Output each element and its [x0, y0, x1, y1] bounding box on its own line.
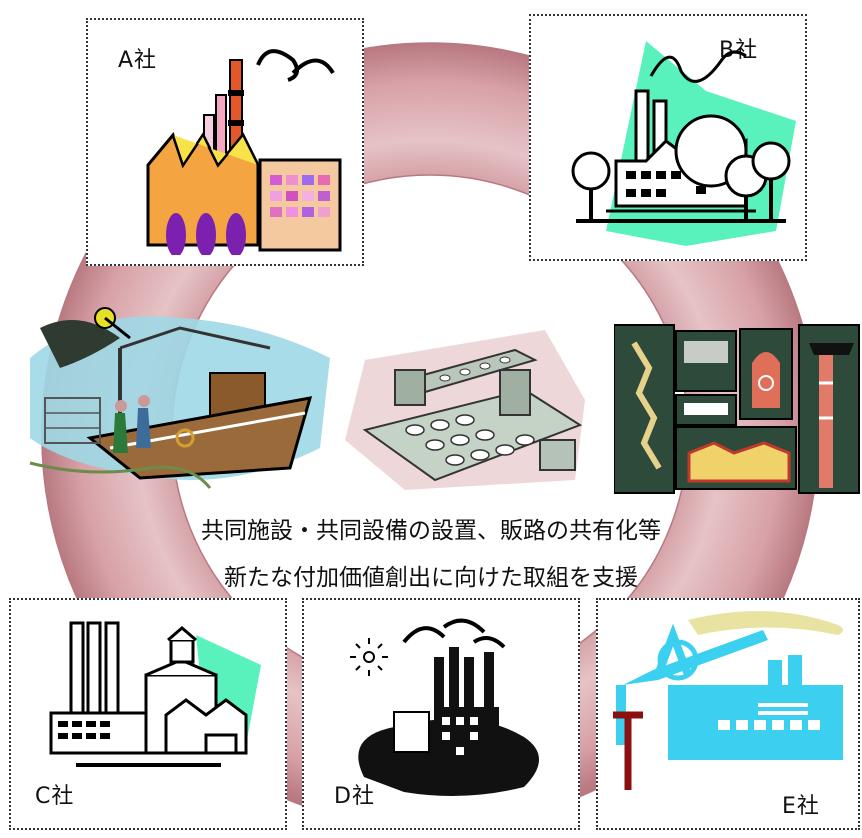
- company-b-box: B社: [529, 14, 807, 261]
- company-d-label: D社: [334, 784, 375, 809]
- company-a-label: A社: [118, 48, 158, 73]
- factory-b-illustration: [571, 41, 796, 246]
- company-c-label: C社: [35, 784, 75, 809]
- company-e-box: E社: [596, 598, 860, 830]
- company-c-box: C社: [9, 598, 287, 830]
- crafts-illustration: [614, 324, 860, 494]
- company-d-box: D社: [302, 598, 580, 830]
- company-a-box: A社: [86, 18, 364, 266]
- fishing-boat-illustration: [29, 307, 330, 489]
- company-e-label: E社: [782, 794, 820, 819]
- conveyor-machine-illustration: [345, 330, 585, 490]
- factory-d-illustration: [350, 618, 539, 796]
- factory-c-illustration: [49, 621, 261, 767]
- factory-a-illustration: [146, 49, 342, 255]
- company-b-label: B社: [719, 38, 759, 63]
- caption-line-1: 共同施設・共同設備の設置、販路の共有化等: [201, 518, 661, 544]
- oil-pump-illustration: [613, 611, 843, 790]
- caption-line-2: 新たな付加価値創出に向けた取組を支援: [224, 565, 638, 591]
